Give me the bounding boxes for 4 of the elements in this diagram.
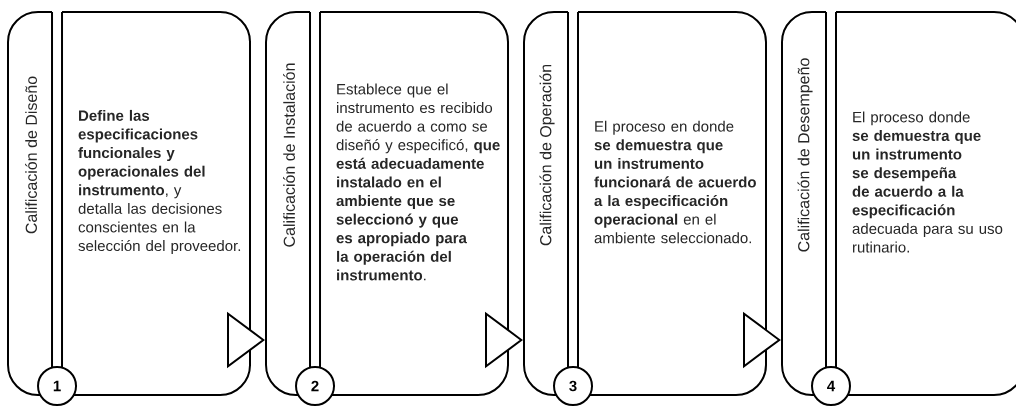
node-label: 4 [827,380,836,392]
node-label: 2 [311,380,319,392]
node-label: 3 [569,380,577,392]
node-label: 1 [53,380,61,392]
